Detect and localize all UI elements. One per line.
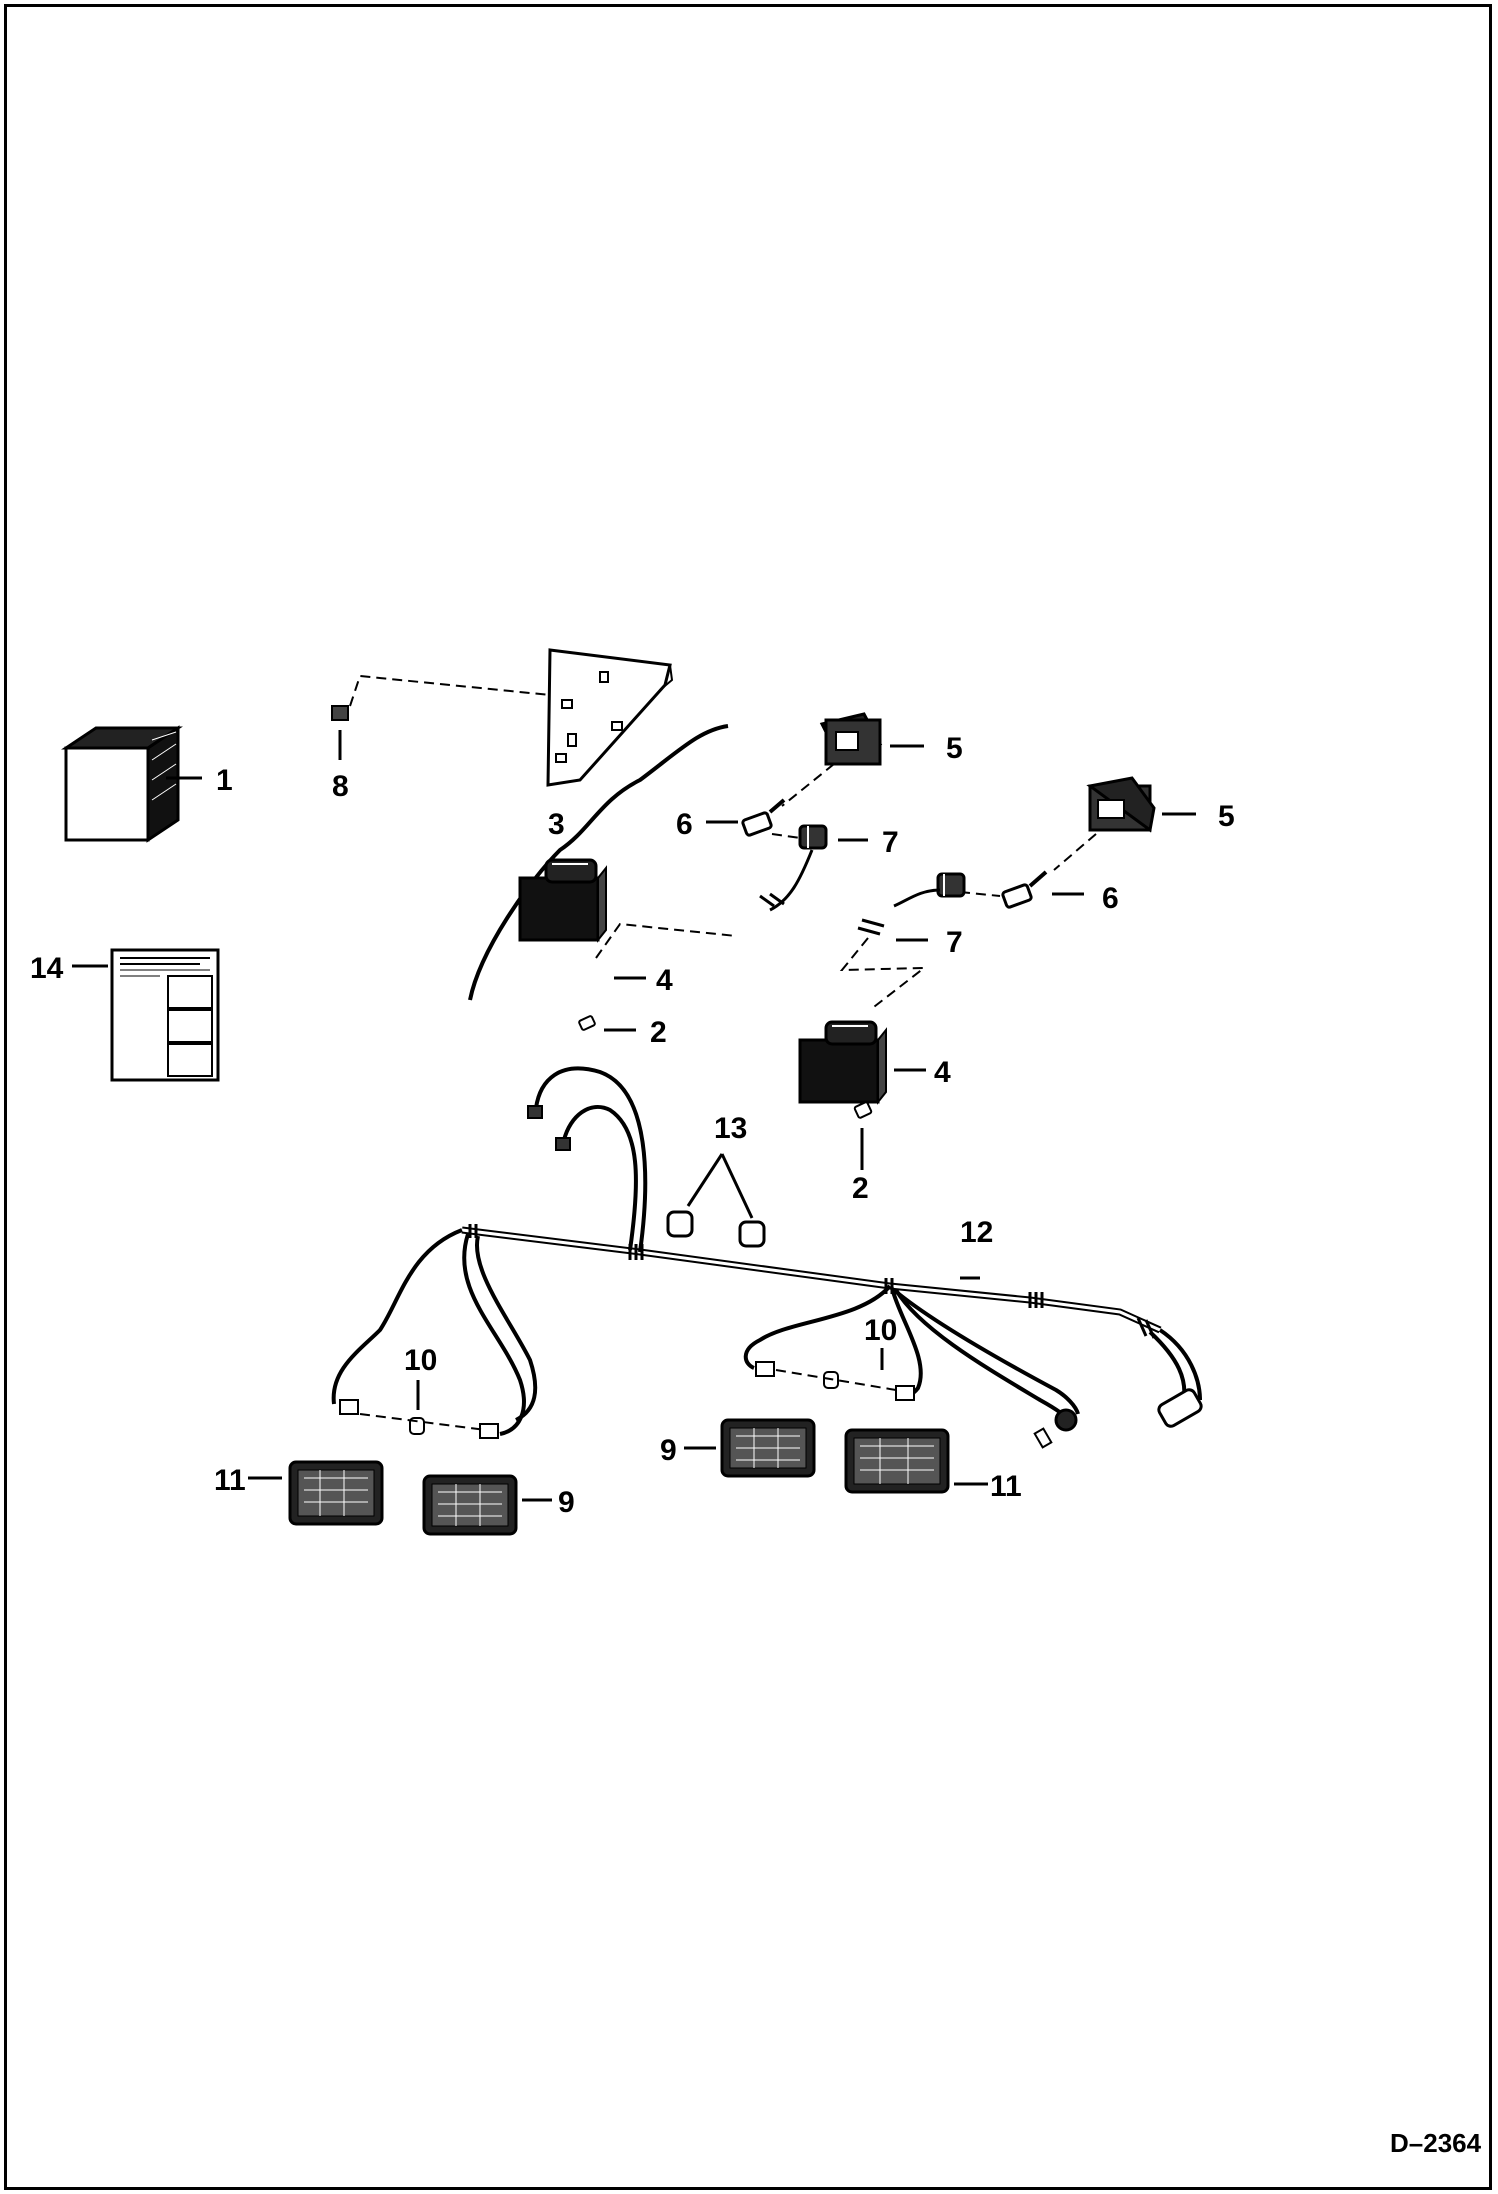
- part-11-lamp-left: [288, 1460, 384, 1526]
- part-5-light-right: [1086, 776, 1156, 833]
- part-4-box-upper: [518, 858, 607, 943]
- mount-bracket: [546, 648, 674, 787]
- part-2-clip-upper: [578, 1015, 596, 1031]
- callout-7-left: 7: [882, 826, 899, 859]
- callout-4-upper: 4: [656, 964, 673, 997]
- callout-12: 12: [960, 1216, 993, 1249]
- part-9-lamp-right: [720, 1418, 816, 1478]
- drawing-code: D–2364: [1390, 2128, 1482, 2158]
- part-3-cable: [468, 724, 729, 1001]
- part-4-box-lower: [798, 1020, 887, 1105]
- part-13-grommets: [666, 1153, 766, 1248]
- part-11-lamp-right: [844, 1428, 950, 1494]
- part-12-harness: [331, 1066, 1203, 1449]
- callout-8: 8: [332, 770, 349, 803]
- callout-11-right: 11: [990, 1470, 1022, 1503]
- part-2-clip-lower: [853, 1101, 873, 1119]
- part-8-clip: [331, 705, 349, 721]
- part-9-lamp-left: [422, 1474, 518, 1536]
- part-7-socket-left: [759, 824, 828, 912]
- part-10-bulb-right: [775, 1369, 897, 1391]
- callout-10-right: 10: [864, 1314, 897, 1347]
- part-6-connector-right: [1001, 870, 1048, 909]
- callout-6-right: 6: [1102, 882, 1119, 915]
- callout-2-upper: 2: [650, 1016, 667, 1049]
- part-5-light-left: [819, 712, 883, 766]
- callout-2-lower: 2: [852, 1172, 869, 1205]
- callout-13: 13: [714, 1112, 747, 1145]
- part-1-box: [61, 725, 183, 843]
- part-10-bulb-left: [359, 1413, 487, 1435]
- callout-6-left: 6: [676, 808, 693, 841]
- callout-3: 3: [548, 808, 565, 841]
- callout-9-right: 9: [660, 1434, 677, 1467]
- part-14-sheet: [110, 948, 220, 1082]
- part-7-socket-right: [857, 872, 966, 936]
- callout-9-left: 9: [558, 1486, 575, 1519]
- callout-11-left: 11: [214, 1464, 246, 1497]
- callout-5-right: 5: [1218, 800, 1235, 833]
- callout-14: 14: [30, 952, 64, 985]
- callout-4-lower: 4: [934, 1056, 951, 1089]
- part-6-connector-left: [741, 798, 786, 837]
- callout-1: 1: [216, 764, 233, 797]
- callout-7-right: 7: [946, 926, 963, 959]
- callout-5-left: 5: [946, 732, 963, 765]
- diagram-frame: [4, 4, 1492, 2190]
- callout-10-left: 10: [404, 1344, 437, 1377]
